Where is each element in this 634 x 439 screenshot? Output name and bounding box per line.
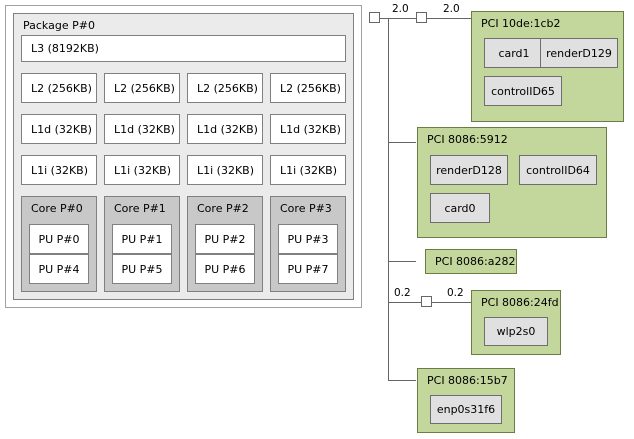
pu-3-0-label: PU P#3 (287, 232, 329, 246)
pu-0-0-label: PU P#0 (38, 232, 80, 246)
osdev-controlID64-label: controlID64 (526, 163, 590, 177)
cache-l1d-3[interactable]: L1d (32KB) (270, 114, 346, 144)
link-bridge-to-pci-10de (427, 18, 471, 19)
osdev-wlp2s0[interactable]: wlp2s0 (484, 317, 548, 346)
cache-l1d-1-label: L1d (32KB) (114, 122, 175, 136)
link-trunk-to-pci-a282 (388, 261, 416, 262)
cache-l1i-0-label: L1i (32KB) (31, 163, 89, 177)
osdev-wlp2s0-label: wlp2s0 (496, 325, 536, 338)
link-trunk-to-pci-15b7 (388, 380, 416, 381)
package-title: Package P#0 (23, 19, 95, 32)
pu-box-0-0[interactable]: PU P#0 (29, 224, 89, 254)
osdev-controlID65-label: controlID65 (491, 84, 555, 98)
link-root-to-bridge (380, 18, 416, 19)
cache-l2-3[interactable]: L2 (256KB) (270, 73, 346, 103)
pu-box-1-0[interactable]: PU P#1 (112, 224, 172, 254)
osdev-card0[interactable]: card0 (430, 193, 490, 223)
osdev-controlID64[interactable]: controlID64 (519, 155, 597, 185)
cache-l1d-0[interactable]: L1d (32KB) (21, 114, 97, 144)
cache-l1d-3-label: L1d (32KB) (280, 122, 341, 136)
core-2-title: Core P#2 (197, 202, 249, 215)
pu-box-2-0[interactable]: PU P#2 (195, 224, 255, 254)
pci-10de-1cb2-title: PCI 10de:1cb2 (481, 17, 561, 30)
cache-l2-0[interactable]: L2 (256KB) (21, 73, 97, 103)
osdev-renderD129-label: renderD129 (546, 46, 612, 60)
osdev-enp0s31f6-label: enp0s31f6 (436, 403, 496, 416)
osdev-controlID65[interactable]: controlID65 (484, 76, 562, 106)
pu-box-2-1[interactable]: PU P#6 (195, 254, 255, 284)
cache-l3-label: L3 (8192KB) (31, 42, 99, 55)
osdev-card1[interactable]: card1 (484, 38, 544, 68)
link-label-bottom-left: 0.2 (394, 287, 411, 299)
pu-0-1-label: PU P#4 (38, 262, 80, 276)
osdev-renderD128-label: renderD128 (436, 163, 502, 177)
core-3-title: Core P#3 (280, 202, 332, 215)
pci-bridge-square-bottom[interactable] (421, 296, 432, 307)
osdev-enp0s31f6[interactable]: enp0s31f6 (430, 395, 502, 424)
pu-1-1-label: PU P#5 (121, 262, 163, 276)
pci-bridge-square-top[interactable] (416, 12, 427, 23)
cache-l2-2-label: L2 (256KB) (197, 81, 258, 95)
link-label-top-left: 2.0 (392, 3, 409, 15)
pu-2-0-label: PU P#2 (204, 232, 246, 246)
pci-device-8086-a282[interactable]: PCI 8086:a282 (425, 249, 517, 274)
cache-l2-3-label: L2 (256KB) (280, 81, 341, 95)
cache-l2-1[interactable]: L2 (256KB) (104, 73, 180, 103)
core-0-title: Core P#0 (31, 202, 83, 215)
pu-box-1-1[interactable]: PU P#5 (112, 254, 172, 284)
link-trunk-to-pci-5912 (388, 142, 416, 143)
link-label-top-right: 2.0 (443, 3, 460, 15)
osdev-renderD129[interactable]: renderD129 (540, 38, 618, 68)
pu-3-1-label: PU P#7 (287, 262, 329, 276)
pci-8086-a282-title: PCI 8086:a282 (435, 255, 516, 268)
cache-l2-2[interactable]: L2 (256KB) (187, 73, 263, 103)
cache-l1i-1-label: L1i (32KB) (114, 163, 172, 177)
pci-8086-24fd-title: PCI 8086:24fd (481, 296, 559, 309)
cache-l1i-3-label: L1i (32KB) (280, 163, 338, 177)
cache-l1i-1[interactable]: L1i (32KB) (104, 155, 180, 185)
cache-l1d-2[interactable]: L1d (32KB) (187, 114, 263, 144)
host-bridge-square[interactable] (369, 12, 380, 23)
pu-box-3-1[interactable]: PU P#7 (278, 254, 338, 284)
pci-8086-5912-title: PCI 8086:5912 (427, 133, 508, 146)
cache-l1i-2-label: L1i (32KB) (197, 163, 255, 177)
osdev-card0-label: card0 (444, 201, 476, 215)
cache-l1d-0-label: L1d (32KB) (31, 122, 92, 136)
pci-8086-15b7-title: PCI 8086:15b7 (427, 374, 508, 387)
cache-l1d-1[interactable]: L1d (32KB) (104, 114, 180, 144)
cache-l3[interactable]: L3 (8192KB) (21, 35, 346, 62)
pci-trunk-line (388, 18, 389, 381)
osdev-card1-label: card1 (498, 46, 530, 60)
cache-l1i-3[interactable]: L1i (32KB) (270, 155, 346, 185)
pu-box-3-0[interactable]: PU P#3 (278, 224, 338, 254)
pu-2-1-label: PU P#6 (204, 262, 246, 276)
core-1-title: Core P#1 (114, 202, 166, 215)
link-bridge-to-pci-24fd (432, 302, 471, 303)
link-label-bottom-right: 0.2 (447, 287, 464, 299)
osdev-renderD128[interactable]: renderD128 (430, 155, 508, 185)
cache-l1i-2[interactable]: L1i (32KB) (187, 155, 263, 185)
cache-l1i-0[interactable]: L1i (32KB) (21, 155, 97, 185)
cache-l1d-2-label: L1d (32KB) (197, 122, 258, 136)
link-trunk-to-bridge-bottom (388, 302, 421, 303)
pu-box-0-1[interactable]: PU P#4 (29, 254, 89, 284)
pu-1-0-label: PU P#1 (121, 232, 163, 246)
cache-l2-0-label: L2 (256KB) (31, 81, 92, 95)
cache-l2-1-label: L2 (256KB) (114, 81, 175, 95)
